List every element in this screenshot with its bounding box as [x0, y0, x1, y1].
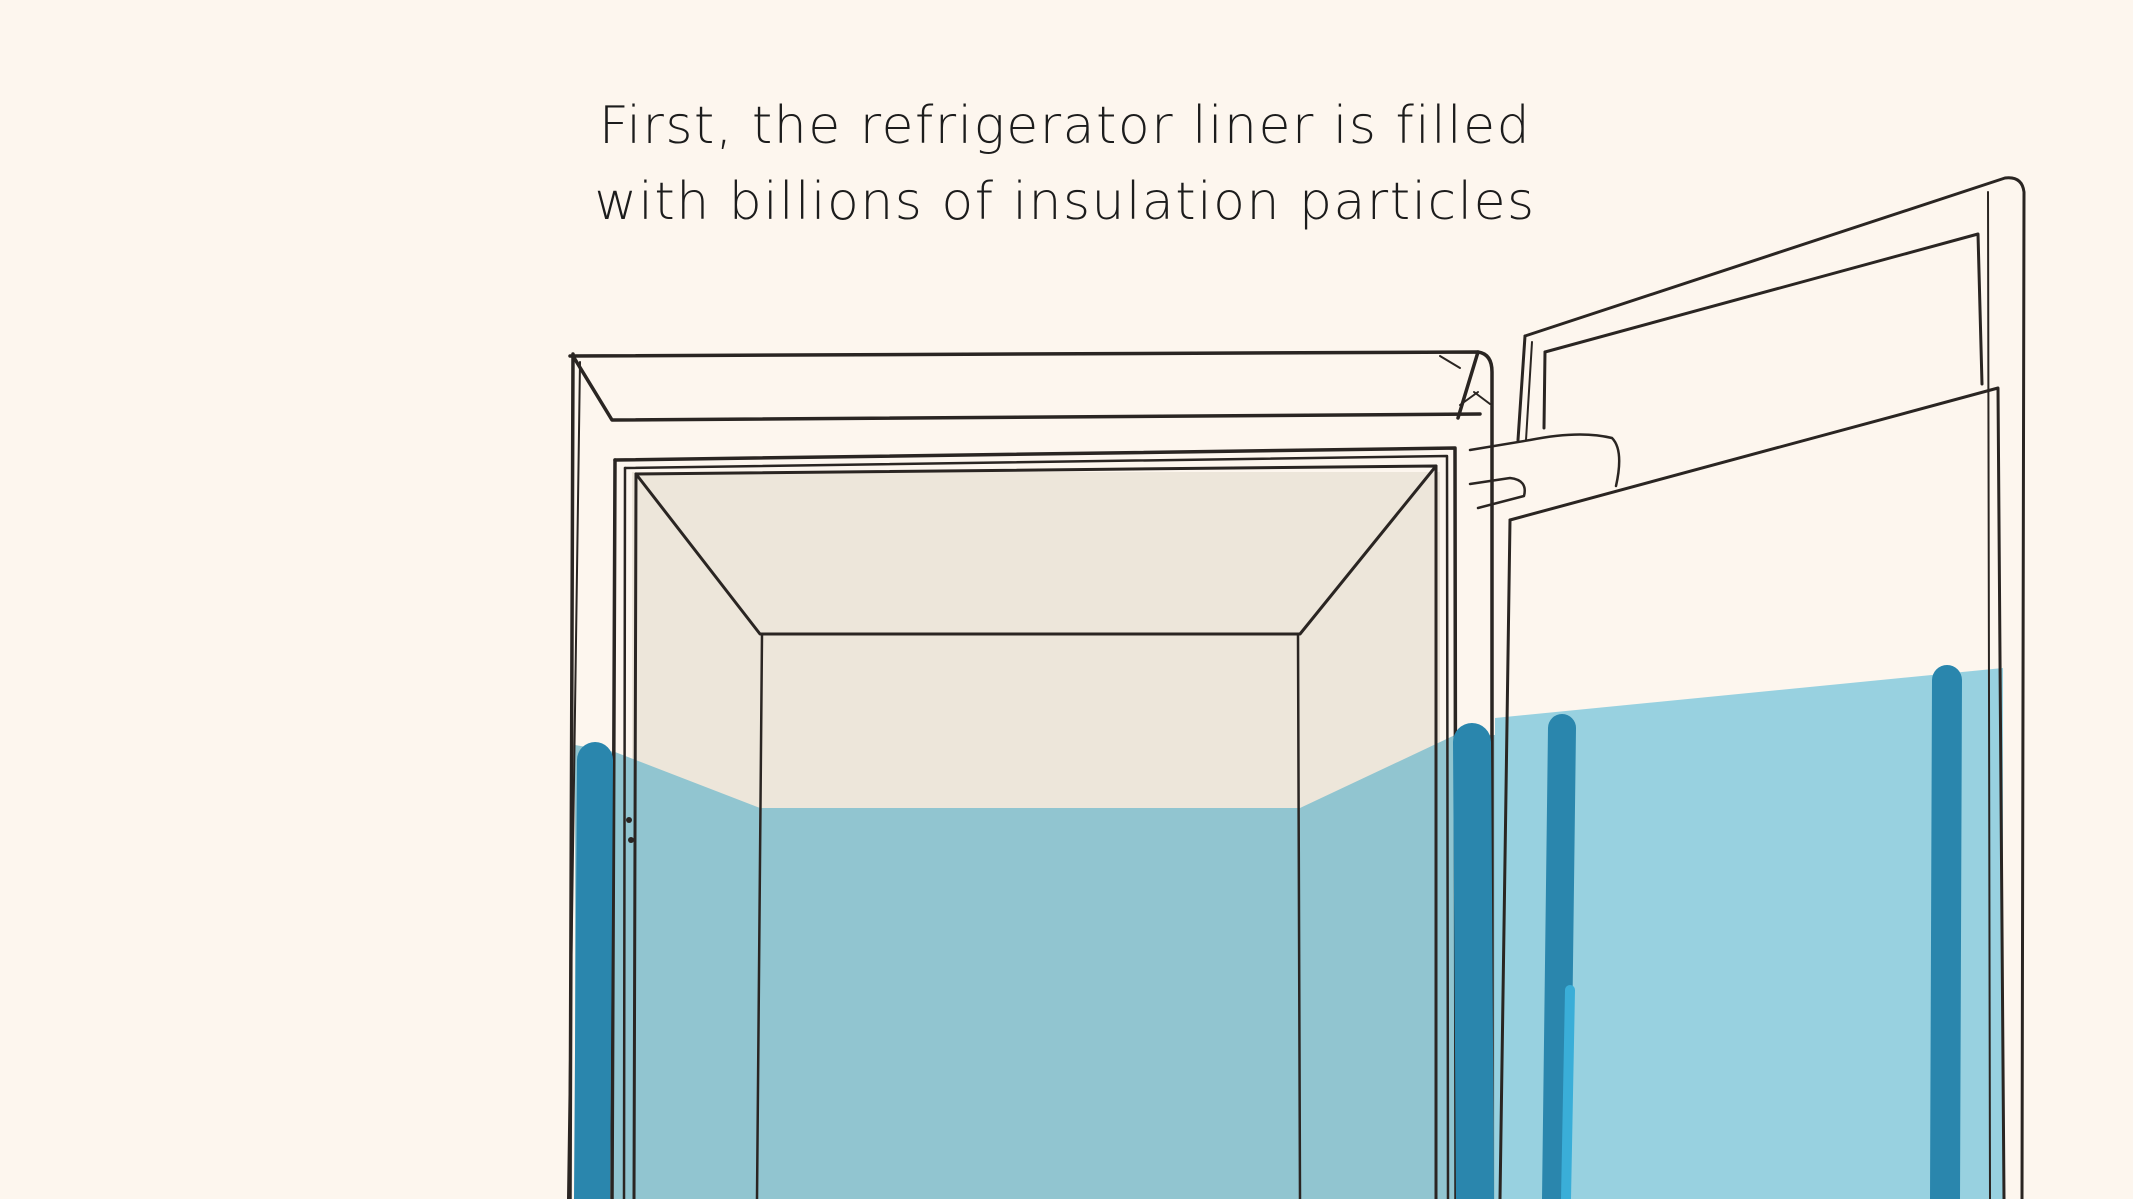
sketch-marks — [626, 817, 634, 843]
cabinet-outline — [567, 350, 1621, 1199]
insulation-particles-icon — [574, 665, 1962, 1199]
door-insulation-fill — [1495, 668, 2003, 1199]
door-outline — [1498, 176, 2026, 1199]
pillar-cabinet-right — [1453, 723, 1494, 1199]
pillar-left — [574, 742, 613, 1199]
caption-line-1: First, the refrigerator liner is filled — [598, 96, 1532, 156]
cabinet-insulation-fill — [575, 735, 1495, 1199]
caption: First, the refrigerator liner is filled … — [560, 88, 1570, 240]
caption-line-2: with billions of insulation particles — [594, 172, 1536, 232]
pillar-door-left-highlight — [1561, 985, 1575, 1199]
pillar-door-left — [1542, 714, 1576, 1199]
pillar-door-right — [1930, 665, 1962, 1199]
